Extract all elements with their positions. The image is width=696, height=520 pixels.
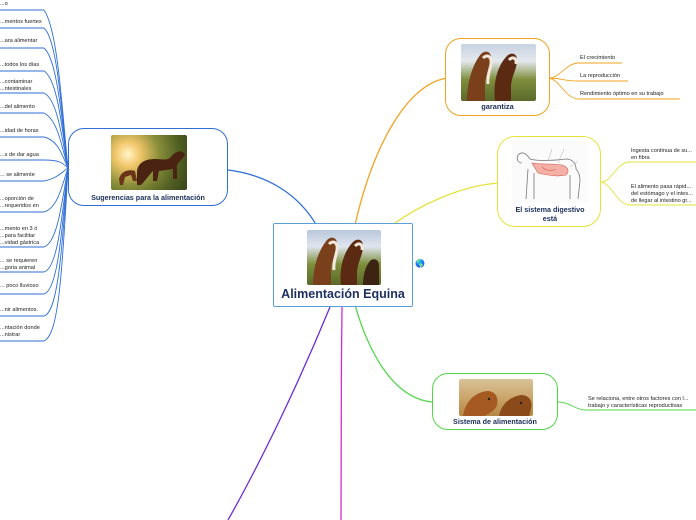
digestive-system-diagram xyxy=(512,141,588,203)
garantiza-item: Rendimiento óptimo en su trabajo xyxy=(580,91,664,97)
sugerencias-item: ...nir alimentos. xyxy=(0,307,38,313)
connector-purple xyxy=(227,306,331,520)
sistema-fan xyxy=(557,401,696,411)
digestivo-node[interactable]: El sistema digestivo está xyxy=(497,136,601,227)
central-horses-image xyxy=(307,230,381,285)
sugerencias-horses-image xyxy=(111,135,187,190)
digestivo-item: El alimento pasa rápid... del estómago y… xyxy=(631,184,693,204)
horses-feeding-illustration xyxy=(463,391,532,416)
sistema-item: Se relaciona, entre otros factores con l… xyxy=(588,396,689,409)
sugerencias-item: ...todos los días xyxy=(0,62,40,68)
horse-illustration xyxy=(467,51,518,101)
grazing-horses-illustration xyxy=(119,151,185,185)
globe-icon[interactable]: 🌎 xyxy=(415,259,425,268)
horse-illustration xyxy=(313,237,379,285)
digestivo-item: Ingesta continua de su... en fibra xyxy=(631,148,692,161)
horse-anatomy-illustration xyxy=(516,148,581,200)
sugerencias-item: ... se alimente xyxy=(0,172,35,178)
sistema-horses-image xyxy=(459,379,533,416)
connector-garantiza xyxy=(354,77,448,226)
sugerencias-item: ...mentos fuertes xyxy=(0,19,42,25)
connector-magenta xyxy=(340,306,343,520)
central-title: Alimentación Equina xyxy=(281,287,405,301)
sugerencias-item: ...o xyxy=(0,1,8,7)
connector-sistema xyxy=(354,304,433,403)
sugerencias-item: ...del alimento xyxy=(0,104,35,110)
sugerencias-item: ... se requieren ...goria animal xyxy=(0,258,38,271)
garantiza-item: El crecimiento xyxy=(580,55,616,61)
sistema-title: Sistema de alimentación xyxy=(453,417,537,426)
sugerencias-item: ...idad de horas xyxy=(0,128,39,134)
sugerencias-fan xyxy=(43,9,69,342)
connector-digestivo xyxy=(391,182,499,226)
garantiza-node[interactable]: garantiza xyxy=(445,38,550,116)
sugerencias-item: ...ntación donde ...nistrar xyxy=(0,325,40,338)
garantiza-title: garantiza xyxy=(481,102,514,111)
sugerencias-title: Sugerencias para la alimentación xyxy=(91,193,205,202)
garantiza-fan xyxy=(548,62,680,100)
sistema-node[interactable]: Sistema de alimentación xyxy=(432,373,558,430)
sugerencias-underlines xyxy=(0,9,44,342)
sugerencias-item: ...mento en 3 ó ...para facilitar ...vid… xyxy=(0,226,40,246)
sugerencias-node[interactable]: Sugerencias para la alimentación xyxy=(68,128,228,206)
central-node[interactable]: Alimentación Equina xyxy=(273,223,413,307)
sugerencias-item: ... poco lluvioso xyxy=(0,283,39,289)
garantiza-item: La reproducción xyxy=(580,73,621,79)
sugerencias-item: ...ara alimentar xyxy=(0,38,38,44)
sugerencias-item: ...contaminar ...ntestinales xyxy=(0,79,33,92)
sugerencias-item: ...oporción de ...requeridos en xyxy=(0,196,39,209)
digestivo-fan xyxy=(600,161,696,206)
digestivo-title: El sistema digestivo está xyxy=(515,205,585,223)
garantiza-horses-image xyxy=(461,44,536,101)
sugerencias-item: ...s de dar agua xyxy=(0,152,39,158)
connector-sugerencias xyxy=(227,169,319,229)
